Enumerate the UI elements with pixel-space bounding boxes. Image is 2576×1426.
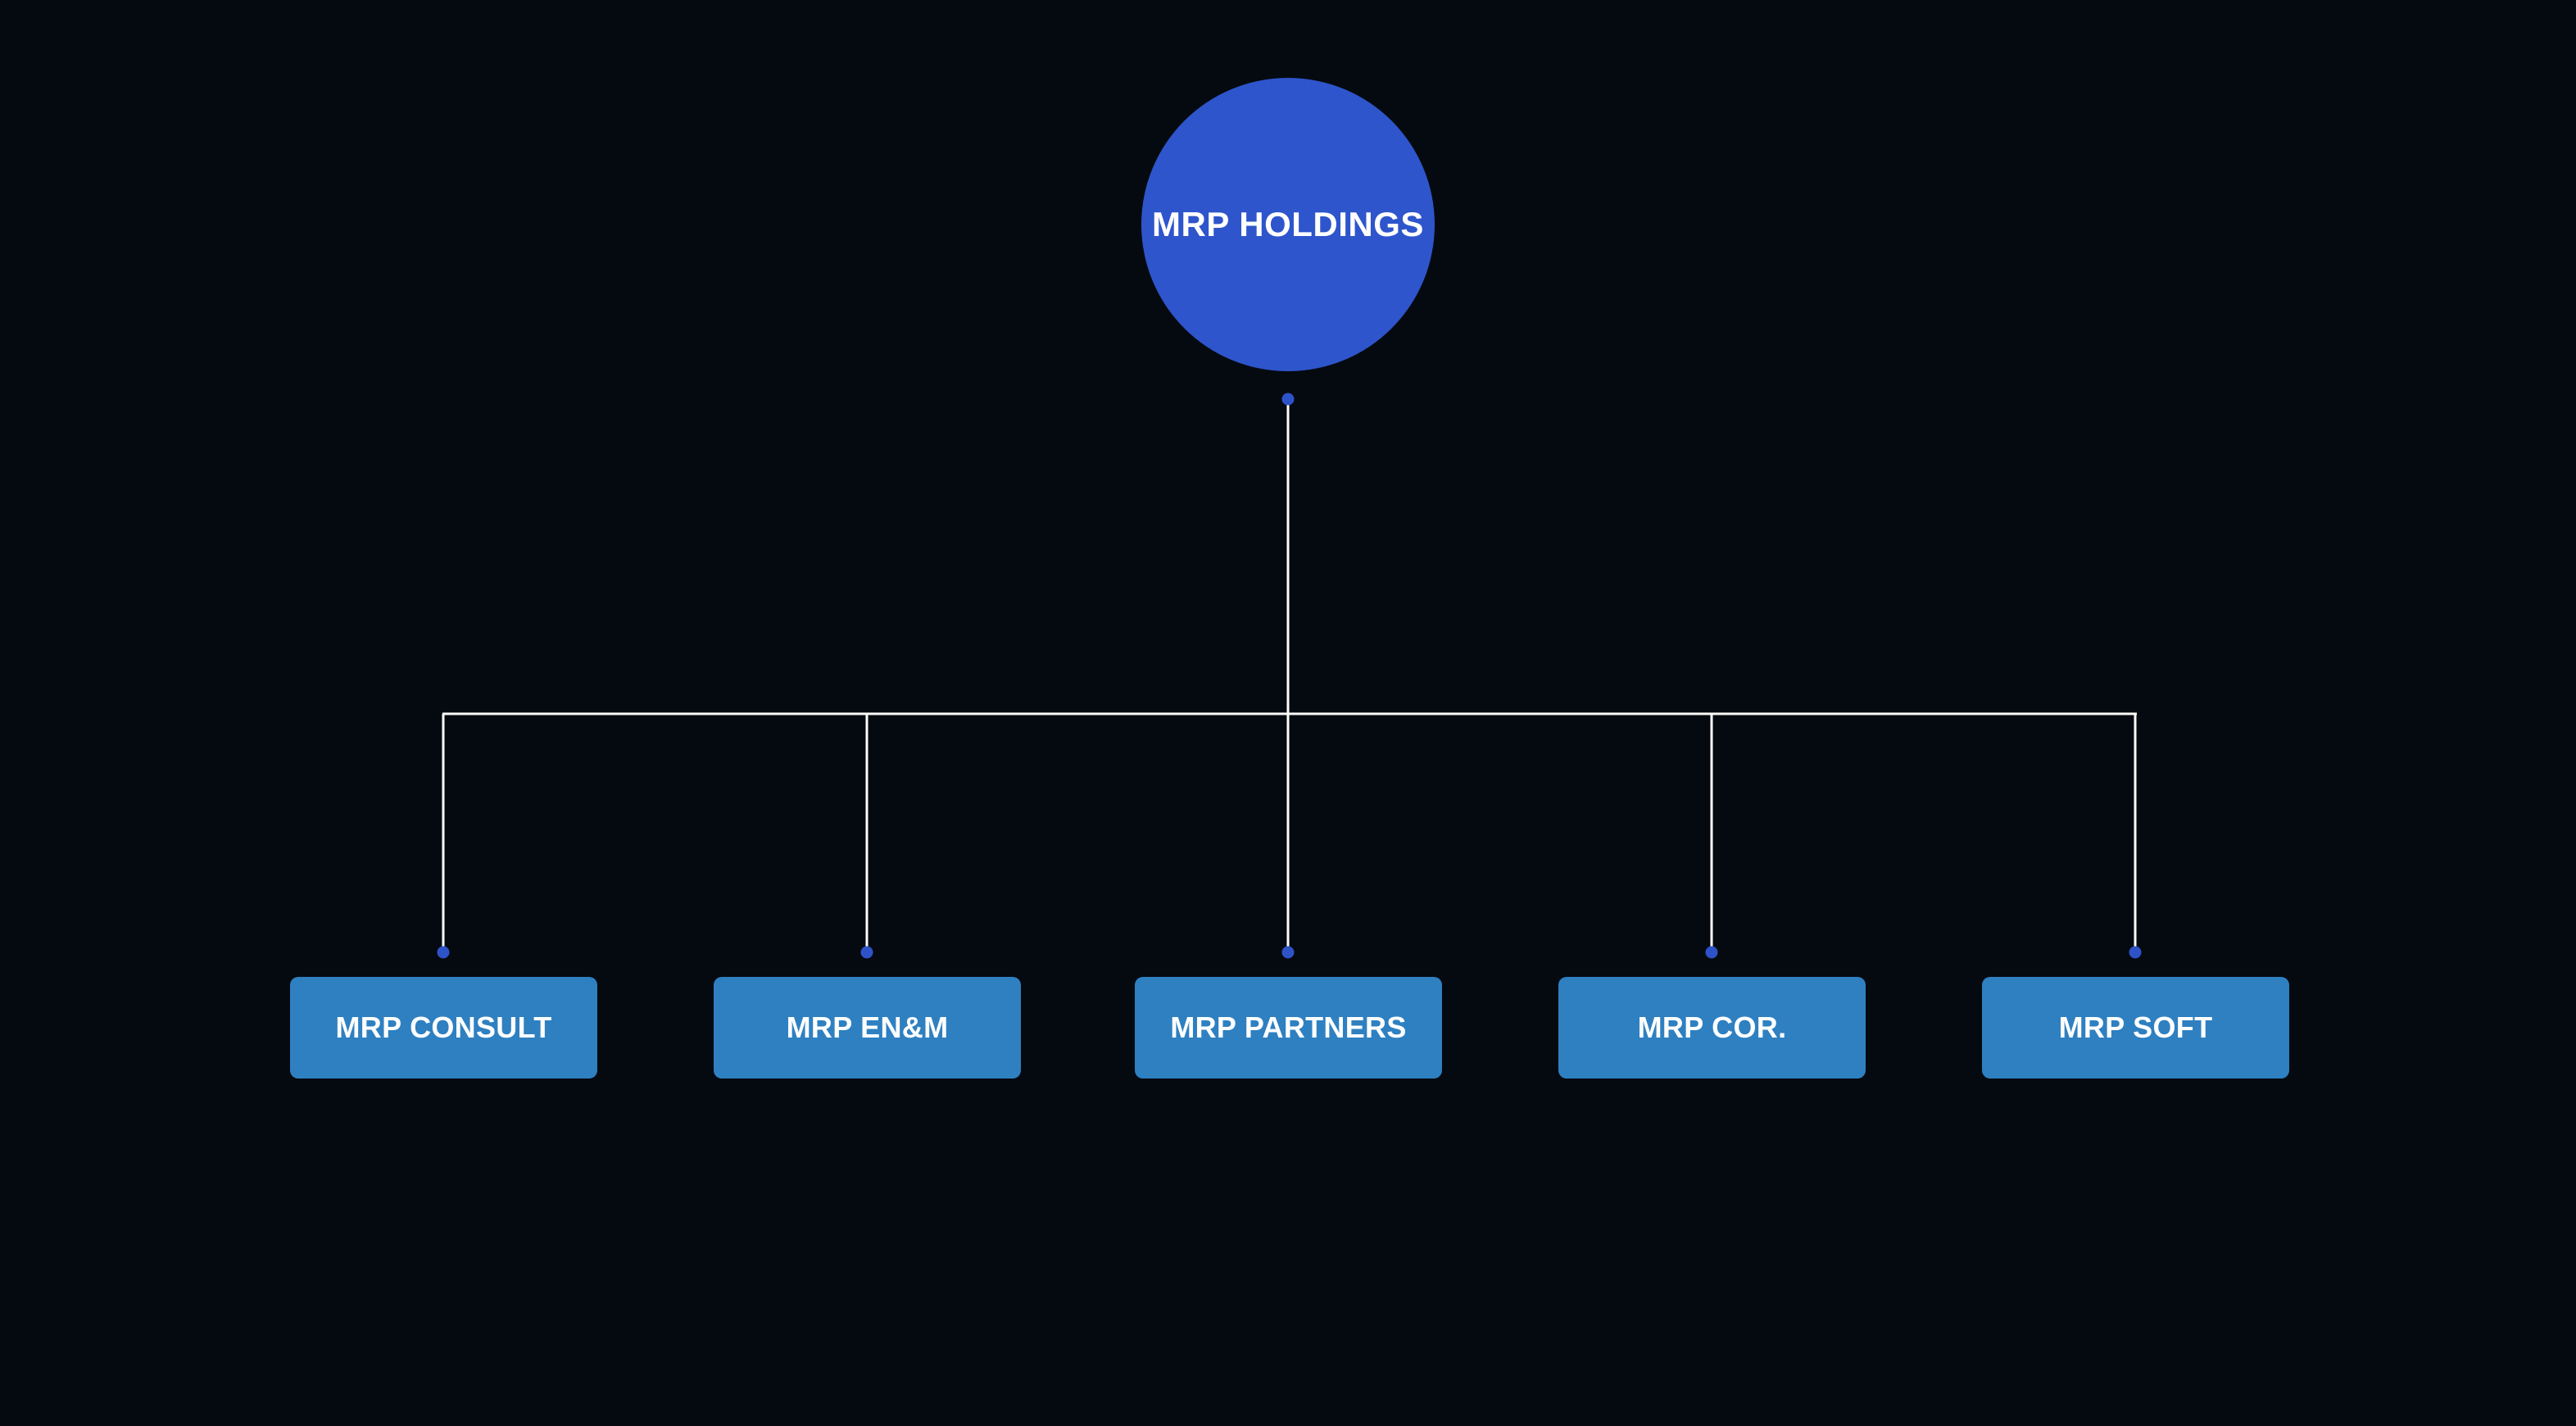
root-node-label: MRP HOLDINGS bbox=[1152, 205, 1424, 243]
child-node-mrp-soft[interactable]: MRP SOFT bbox=[1982, 977, 2289, 1079]
connector-dot-3 bbox=[1281, 946, 1295, 959]
child-node-mrp-enm[interactable]: MRP EN&M bbox=[714, 977, 1021, 1079]
connector-dot-1 bbox=[437, 946, 450, 959]
child-node-mrp-cor[interactable]: MRP COR. bbox=[1558, 977, 1866, 1079]
child-node-label: MRP SOFT bbox=[2058, 1010, 2213, 1044]
child-node-label: MRP CONSULT bbox=[335, 1010, 552, 1044]
child-node-label: MRP EN&M bbox=[786, 1010, 949, 1044]
connector-dot-4 bbox=[1705, 946, 1718, 959]
child-node-label: MRP PARTNERS bbox=[1170, 1010, 1407, 1044]
connector-dot-5 bbox=[2129, 946, 2142, 959]
connector-dot-2 bbox=[860, 946, 873, 959]
root-node-mrp-holdings[interactable]: MRP HOLDINGS bbox=[1141, 78, 1435, 371]
child-node-label: MRP COR. bbox=[1637, 1010, 1787, 1044]
child-node-mrp-partners[interactable]: MRP PARTNERS bbox=[1135, 977, 1442, 1079]
connector-dot-root bbox=[1281, 393, 1295, 406]
child-node-mrp-consult[interactable]: MRP CONSULT bbox=[290, 977, 597, 1079]
